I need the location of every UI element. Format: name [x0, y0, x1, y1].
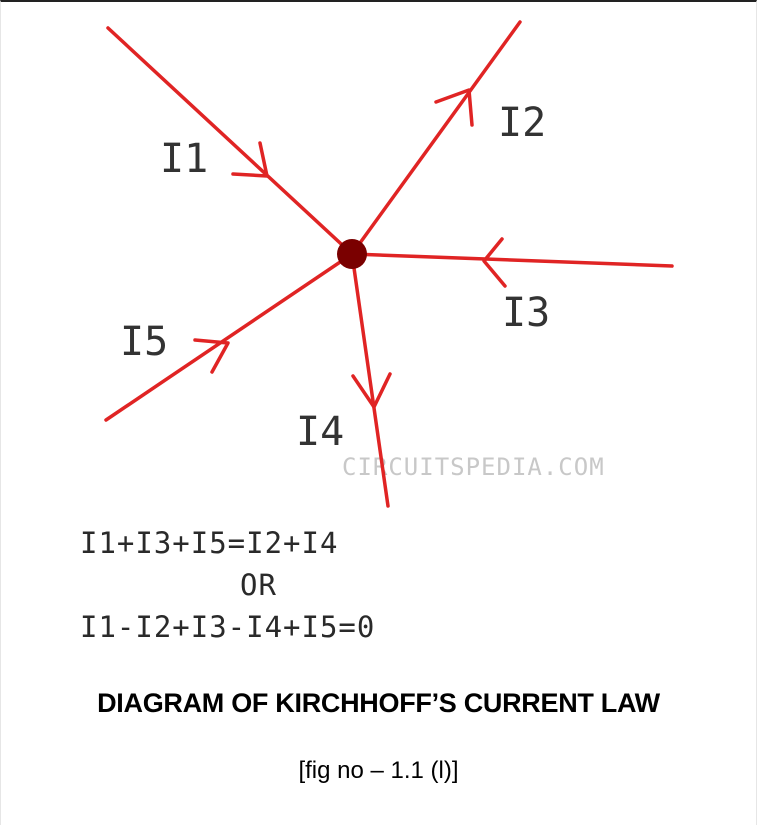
kcl-diagram: CIRCUITSPEDIA.COM I1 I2 I3 I4 I5: [104, 20, 674, 508]
label-i5: I5: [120, 319, 168, 365]
wire-i5: [104, 252, 354, 422]
label-i1: I1: [160, 136, 208, 182]
label-i2: I2: [498, 100, 546, 146]
label-i4: I4: [296, 409, 344, 455]
label-i3: I3: [502, 290, 550, 336]
arrow-i1: [231, 141, 269, 178]
watermark: CIRCUITSPEDIA.COM: [342, 453, 605, 481]
wire-i2: [350, 20, 522, 256]
equation-zero: I1-I2+I3-I4+I5=0: [80, 610, 376, 644]
wire-i4: [350, 252, 390, 508]
wire-i1: [106, 26, 354, 256]
junction-node: [337, 239, 367, 269]
arrow-i5: [193, 338, 230, 374]
wire-i3: [350, 252, 674, 268]
figure-number: [fig no – 1.1 (l)]: [298, 757, 459, 784]
equation-sum: I1+I3+I5=I2+I4: [80, 526, 339, 560]
arrow-i4: [351, 372, 392, 409]
equation-or: OR: [240, 568, 277, 602]
arrow-i2: [434, 88, 474, 127]
figure-title: DIAGRAM OF KIRCHHOFF’S CURRENT LAW: [97, 688, 660, 718]
arrow-i3: [482, 237, 507, 288]
